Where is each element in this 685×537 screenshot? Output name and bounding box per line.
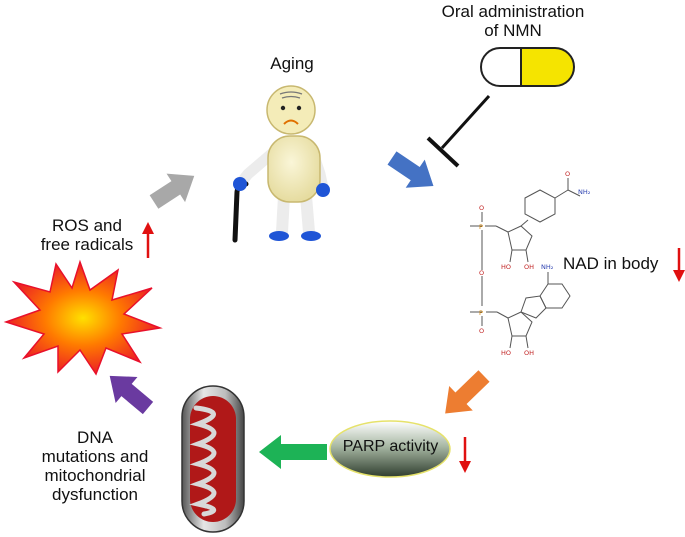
atom-ho-bottom: HO bbox=[501, 349, 511, 357]
atom-o-phos1: O bbox=[479, 204, 484, 212]
oral-label-line-1: Oral administration bbox=[441, 2, 585, 21]
oral-administration-label: Oral administration of NMN bbox=[438, 2, 588, 40]
atom-ho-top: HO bbox=[501, 263, 511, 271]
atom-p-bottom: P bbox=[479, 309, 483, 317]
atom-o-top: O bbox=[565, 170, 570, 178]
elderly-person-icon bbox=[232, 85, 330, 243]
arrow-parp-to-mito-icon bbox=[259, 435, 327, 469]
dna-label-line-3: mitochondrial bbox=[44, 466, 146, 485]
nmn-capsule-icon bbox=[480, 47, 575, 87]
atom-p-top: P bbox=[479, 223, 483, 231]
arrow-nad-to-parp-icon bbox=[445, 370, 490, 414]
arrow-ros-to-aging-icon bbox=[149, 173, 195, 209]
dna-label-line-1: DNA bbox=[77, 428, 113, 447]
arrow-mito-to-ros-icon bbox=[109, 375, 154, 415]
mitochondrion-icon bbox=[181, 385, 245, 533]
dna-label-line-2: mutations and bbox=[41, 447, 149, 466]
atom-nh2-top: NH₂ bbox=[578, 188, 591, 196]
atom-o-bridge: O bbox=[479, 269, 484, 277]
nad-decrease-arrow-icon bbox=[673, 248, 685, 282]
arrow-aging-to-nad-icon bbox=[387, 151, 434, 188]
parp-ellipse bbox=[329, 420, 451, 478]
nad-molecule-icon bbox=[470, 178, 581, 349]
atom-o-phos2: O bbox=[479, 327, 484, 335]
atom-oh-top: OH bbox=[524, 263, 534, 271]
nad-molecule-atoms: NH₂ O P O O P O HO OH HO OH NH₂ bbox=[479, 170, 591, 357]
ros-label-line-2: free radicals bbox=[40, 235, 134, 254]
dna-mutations-label: DNA mutations and mitochondrial dysfunct… bbox=[20, 428, 170, 504]
nad-in-body-label: NAD in body bbox=[563, 254, 659, 273]
ros-label: ROS and free radicals bbox=[28, 216, 146, 254]
parp-activity-label: PARP activity bbox=[342, 438, 439, 455]
ros-label-line-1: ROS and bbox=[52, 216, 122, 235]
inhibition-icon bbox=[426, 94, 491, 168]
aging-label: Aging bbox=[270, 54, 314, 73]
atom-nh2-bottom: NH₂ bbox=[541, 263, 554, 271]
atom-oh-bottom: OH bbox=[524, 349, 534, 357]
parp-decrease-arrow-icon bbox=[459, 437, 471, 473]
dna-label-line-4: dysfunction bbox=[52, 485, 138, 504]
oral-label-line-2: of NMN bbox=[484, 21, 542, 40]
ros-starburst-icon bbox=[3, 259, 163, 376]
ros-increase-arrow-icon bbox=[142, 222, 154, 258]
